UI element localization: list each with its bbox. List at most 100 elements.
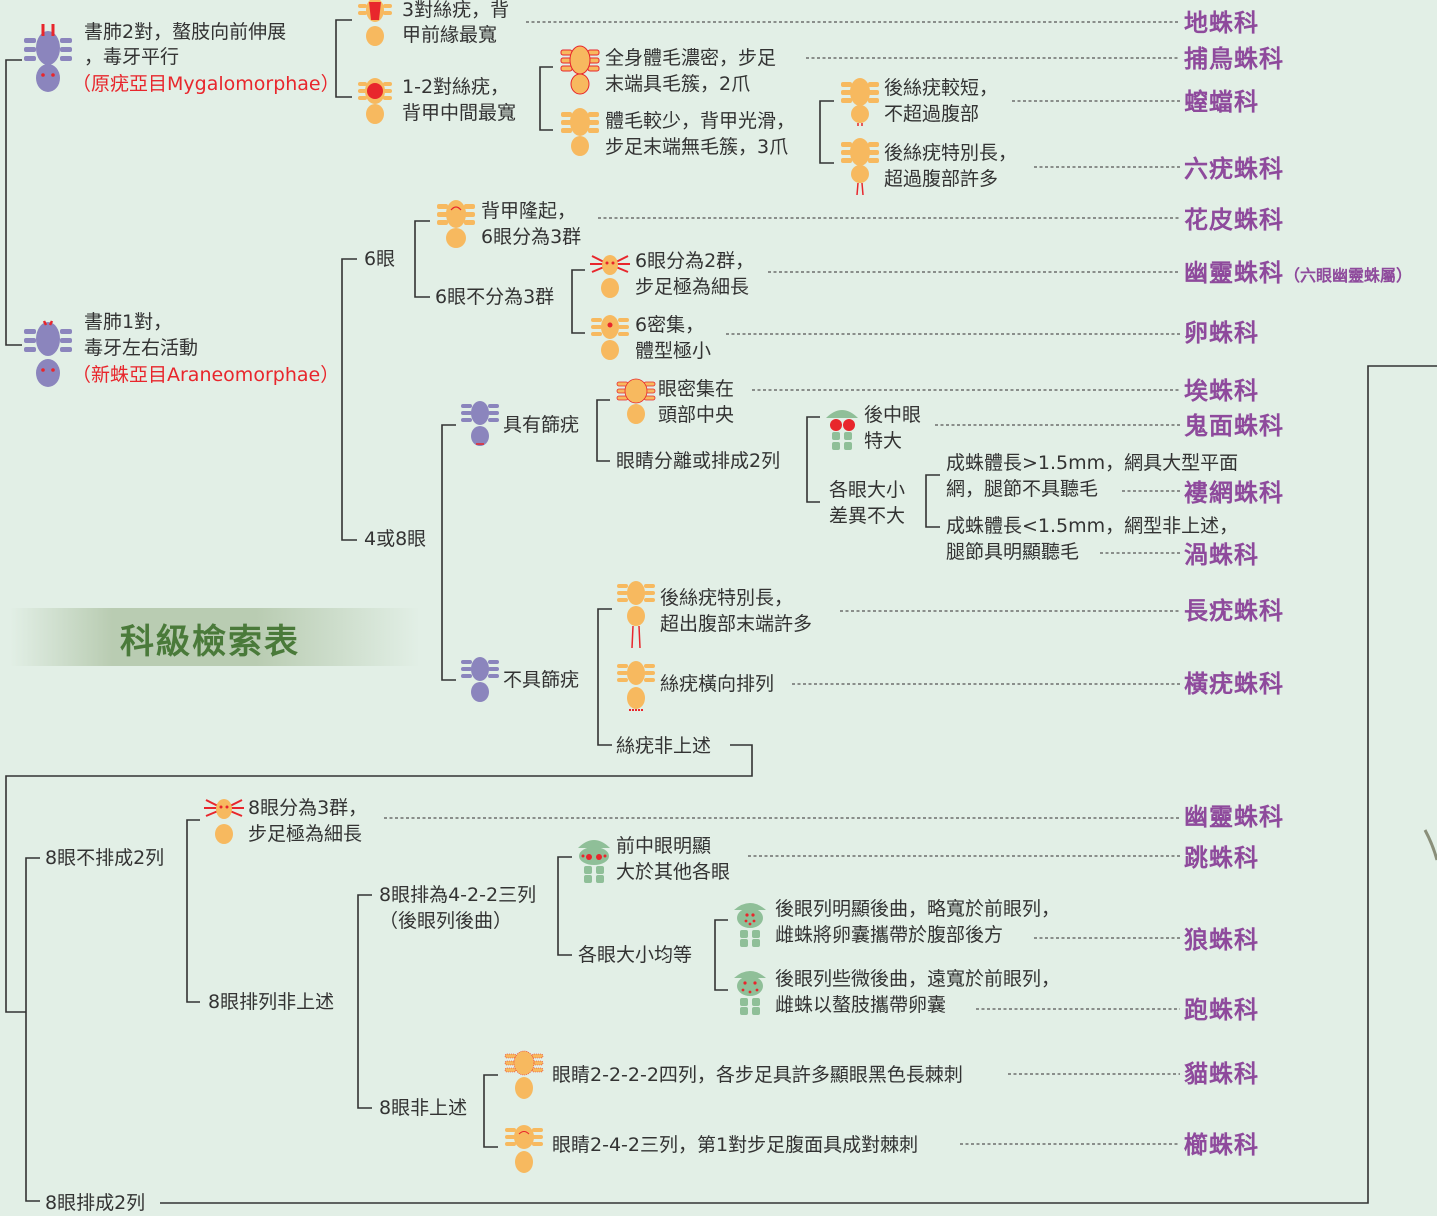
family-label: 褸網蛛科 [1184, 479, 1284, 507]
family-label: 狼蛛科 [1184, 926, 1259, 954]
spinneret-3pair-spider-icon [358, 0, 392, 46]
key-text: 體型極小 [635, 340, 712, 362]
family-label: 長疣蛛科 [1184, 597, 1284, 625]
key-text: 成蛛體長<1.5mm，網型非上述， [946, 515, 1239, 537]
key-text: 後絲疣較短， [884, 77, 999, 99]
key-text: 6眼分為2群， [635, 250, 755, 272]
spinneret-2pair-spider-icon [358, 78, 392, 124]
key-text: 後眼列明顯後曲，略寬於前眼列， [775, 898, 1061, 920]
key-text: 不具篩疣 [503, 669, 580, 691]
key-text: （後眼列後曲） [379, 910, 513, 932]
transverse-spinneret-spider-icon [617, 661, 655, 711]
pholcid-spider-icon [590, 255, 630, 298]
key-text: 眼密集在 [658, 378, 735, 400]
mygalo-key-line2: ，毒牙平行 [84, 46, 180, 68]
key-text: 頭部中央 [658, 404, 735, 426]
key-text: 大於其他各眼 [616, 861, 731, 883]
key-text: 3對絲疣，背 [402, 0, 510, 21]
key-text: 6眼不分為3群 [435, 286, 555, 308]
family-label: 櫛蛛科 [1184, 1131, 1259, 1159]
key-text: 眼睛2-4-2三列，第1對步足腹面具成對棘刺 [552, 1134, 919, 1156]
key-text: 步足極為細長 [635, 276, 750, 298]
family-label: 螲蟷科 [1184, 88, 1259, 116]
key-text: 6密集， [635, 314, 705, 336]
key-text: 1-2對絲疣， [402, 76, 510, 98]
family-label: 捕鳥蛛科 [1184, 45, 1284, 73]
key-text: 絲疣橫向排列 [660, 673, 775, 695]
key-text: 絲疣非上述 [616, 735, 712, 757]
key-text: 腿節具明顯聽毛 [946, 541, 1080, 563]
key-text: 後中眼 [864, 404, 922, 426]
key-text: 眼睛分離或排成2列 [616, 450, 781, 472]
cribellate-spider-icon [461, 401, 499, 446]
key-text: 雌蛛將卵囊攜帶於腹部後方 [775, 924, 1004, 946]
key-text: 不超過腹部 [884, 103, 980, 125]
araneo-key-line1: 書肺1對， [84, 311, 173, 333]
key-text: 甲前緣最寬 [402, 24, 498, 46]
family-label: 幽靈蛛科（六眼幽靈蛛屬） [1184, 258, 1412, 291]
key-text: 差異不大 [829, 505, 906, 527]
key-text: 背甲中間最寬 [402, 102, 517, 124]
key-text: 6眼分為3群 [481, 226, 582, 248]
family-label: 花皮蛛科 [1184, 206, 1284, 234]
key-text: 各眼大小均等 [578, 944, 693, 966]
smooth-spider-icon [561, 108, 599, 156]
key-text: 各眼大小 [829, 479, 906, 501]
key-text: 眼睛2-2-2-2四列，各步足具許多顯眼黑色長棘刺 [552, 1064, 963, 1086]
araneo-suborder-name: （新蛛亞目Araneomorphae） [72, 364, 340, 386]
key-text: 8眼排成2列 [45, 1192, 146, 1214]
lynx-spider-icon [504, 1050, 544, 1099]
key-text: 具有篩疣 [503, 414, 580, 436]
ctenid-spider-icon [505, 1125, 543, 1173]
family-label: 鬼面蛛科 [1184, 412, 1284, 440]
key-text: 8眼不排成2列 [45, 847, 165, 869]
nursery-web-spider-icon [734, 971, 766, 1015]
key-text: 後眼列些微後曲，遠寬於前眼列， [775, 968, 1061, 990]
key-text: 8眼非上述 [379, 1097, 468, 1119]
key-text: 體毛較少，背甲光滑， [605, 110, 796, 132]
family-label: 地蛛科 [1184, 9, 1259, 37]
family-label: 幽靈蛛科 [1184, 803, 1284, 831]
oonopid-spider-icon [591, 315, 629, 360]
key-text: 成蛛體長>1.5mm，網具大型平面 [946, 452, 1239, 474]
oecobiid-spider-icon [616, 378, 656, 424]
araneo-key-line2: 毒牙左右活動 [84, 337, 199, 359]
key-text: 背甲隆起， [481, 200, 577, 222]
family-label: 卵蛛科 [1184, 319, 1259, 347]
pholcid-8eye-spider-icon [204, 799, 244, 844]
long-spinneret-hersiliid-icon [617, 581, 655, 649]
key-text: 後絲疣特別長， [660, 587, 794, 609]
family-label: 跳蛛科 [1184, 844, 1259, 872]
key-text: 4或8眼 [364, 528, 427, 550]
wolf-spider-icon [734, 903, 766, 947]
mygalo-key-line1: 書肺2對，螯肢向前伸展 [84, 21, 287, 43]
key-text: 網，腿節不具聽毛 [946, 478, 1099, 500]
key-text: 8眼排為4-2-2三列 [379, 884, 537, 906]
key-text: 8眼分為3群， [248, 797, 368, 819]
family-label: 埃蛛科 [1184, 377, 1259, 405]
key-text: 步足末端無毛簇，3爪 [605, 136, 789, 158]
key-text: 後絲疣特別長， [884, 142, 1018, 164]
family-label: 貓蛛科 [1184, 1060, 1259, 1088]
key-title-band: 科級檢索表 [10, 608, 420, 666]
deinopid-spider-icon [826, 410, 858, 450]
page-title: 科級檢索表 [120, 622, 300, 662]
key-text: 超出腹部末端許多 [660, 613, 813, 635]
key-text: 超過腹部許多 [884, 168, 999, 190]
family-label: 橫疣蛛科 [1184, 670, 1284, 698]
family-label: 六疣蛛科 [1184, 155, 1284, 183]
key-text: 雌蛛以螯肢攜帶卵囊 [775, 994, 947, 1016]
key-text: 全身體毛濃密，步足 [605, 47, 777, 69]
ecribellate-spider-icon [461, 657, 499, 702]
raised-carapace-spider-icon [437, 200, 475, 248]
key-text: 前中眼明顯 [616, 835, 712, 857]
mygalomorph-spider-icon [24, 24, 72, 92]
family-name: 幽靈蛛科 [1184, 259, 1284, 287]
key-text: 末端具毛簇，2爪 [605, 73, 751, 95]
genus-note: （六眼幽靈蛛屬） [1284, 266, 1413, 285]
hairy-tarantula-icon [560, 45, 600, 95]
key-text: 特大 [864, 430, 903, 452]
jumping-spider-icon [578, 840, 610, 883]
mygalo-suborder-name: （原疣亞目Mygalomorphae） [72, 73, 340, 95]
